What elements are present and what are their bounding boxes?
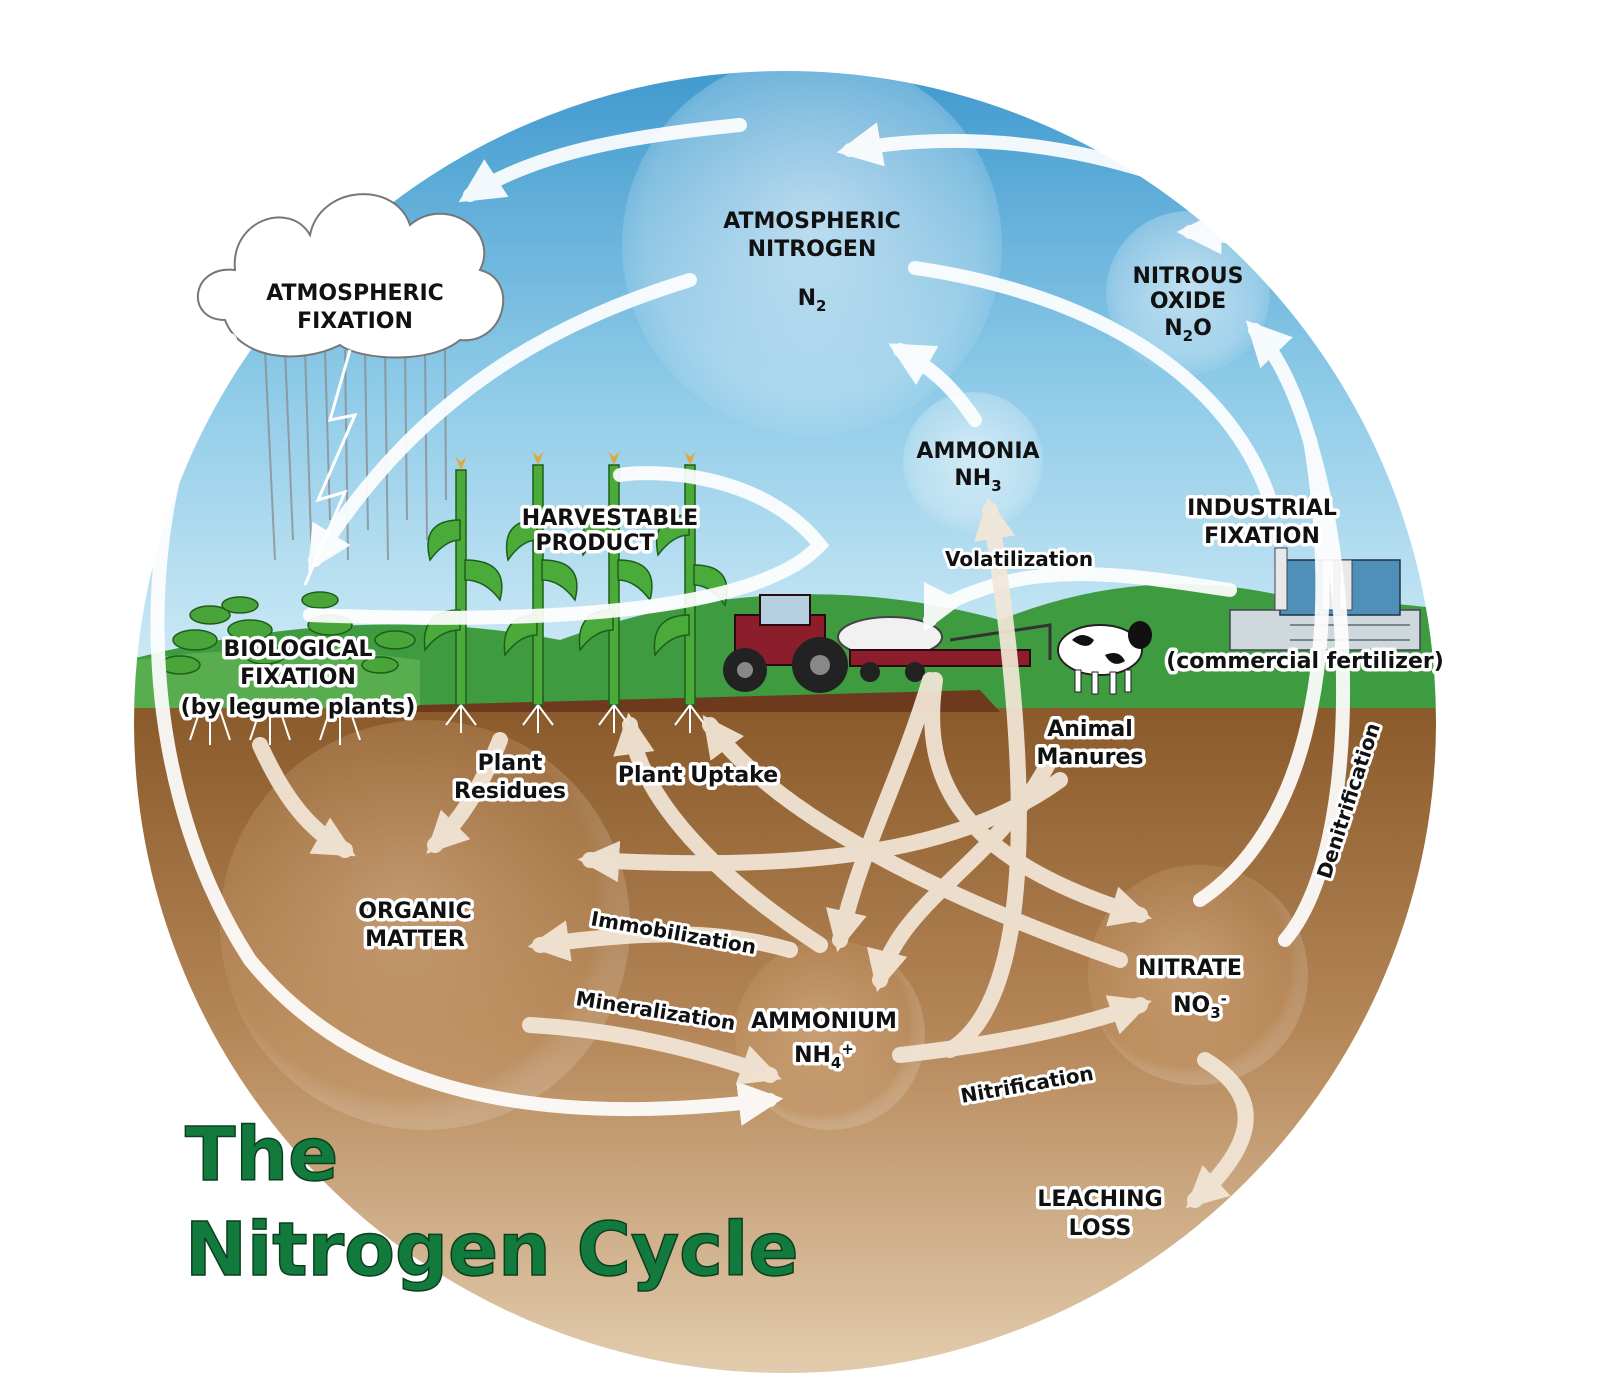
lightning-bolt [303,349,358,586]
arrow-leaching [1185,1052,1254,1209]
industrial-fixation-line2: FIXATION [1204,524,1320,549]
volatilization-label: Volatilization [945,547,1093,571]
node-nitrate: NITRATE NO3- [1135,953,1246,1026]
node-biological-fixation: BIOLOGICAL FIXATION (by legume plants) [177,634,419,724]
arrow-atm-to-industrial [908,261,1277,507]
atmospheric-nitrogen-line1: ATMOSPHERIC [723,209,901,234]
cloud-shape [197,193,505,359]
node-animal-manures: Animal Manures [1033,714,1147,774]
hill-front [133,650,420,720]
arrow-harvest [303,466,830,625]
title-line1: The [185,1112,338,1198]
industrial-fixation-line1: INDUSTRIAL [1187,496,1337,521]
nitrate-formula: NO3- [1173,990,1227,1022]
ammonium-formula: NH4+ [794,1040,854,1072]
arrow-industrial-to-atm [836,122,1252,217]
industrial-fixation-line3: (commercial fertilizer) [1166,649,1444,674]
plant-residues-line1: Plant [478,751,543,776]
nitrate-line1: NITRATE [1138,956,1242,981]
node-atmospheric-nitrogen: ATMOSPHERIC NITROGEN N2 [723,209,901,315]
plant-residues-line2: Residues [454,779,566,804]
arrow-atm-to-biofix [307,273,697,572]
arrow-atm-to-cloud [458,118,747,203]
animal-manures-line1: Animal [1047,717,1133,742]
organic-matter-line1: ORGANIC [358,899,471,924]
biological-fixation-line2: FIXATION [240,665,356,690]
arrow-immobilization [527,920,798,962]
atmospheric-nitrogen-line2: NITROGEN [748,237,877,262]
leaching-loss-line1: LEACHING [1037,1187,1162,1212]
leaching-loss-line2: LOSS [1069,1216,1132,1241]
arrow-nitrification [892,995,1152,1063]
biological-fixation-line1: BIOLOGICAL [223,637,372,662]
plowed-field [400,690,1000,712]
arrow-fertilizer-to-ammonium [826,672,938,953]
arrow-ammonia-to-atm [888,343,982,427]
sky-arrows [150,118,1350,1126]
soil-arrows [252,497,1254,1209]
arrow-volatilization [942,497,1027,1058]
bubble-ammonia [903,392,1043,532]
node-atmospheric-fixation: ATMOSPHERIC FIXATION [266,281,444,334]
nitrous-oxide-line2: OXIDE [1150,289,1226,314]
legume-plants [159,591,416,745]
atmospheric-fixation-line1: ATMOSPHERIC [266,281,444,306]
node-nitrous-oxide: NITROUS OXIDE N2O [1133,264,1244,345]
organic-matter-line2: MATTER [365,927,465,952]
biological-fixation-line3: (by legume plants) [181,695,416,720]
storm-cloud [197,193,505,586]
ammonia-line1: AMMONIA [916,439,1039,464]
arrow-residues-to-organic [426,732,508,854]
node-plant-residues: Plant Residues [451,748,570,808]
animal-manures-line2: Manures [1037,745,1144,770]
harvestable-product-line1: HARVESTABLE [522,506,698,531]
arrow-ammonium-uptake [613,712,828,953]
bubble-atmospheric-nitrogen [622,55,1002,435]
nitrous-oxide-formula: N2O [1164,316,1212,345]
bubble-nitrous-oxide [1106,211,1270,375]
nitrous-oxide-line1: NITROUS [1133,264,1244,289]
arrow-industrial-to-tractor [923,567,1237,633]
diagram-title: The Nitrogen Cycle [184,1111,799,1294]
node-harvestable-product: HARVESTABLE PRODUCT [518,503,701,560]
arrow-cloud-to-ammonium [150,333,784,1126]
node-leaching-loss: LEACHING LOSS [1034,1184,1166,1245]
ammonia-formula: NH3 [954,466,1001,495]
node-industrial-fixation: INDUSTRIAL FIXATION (commercial fertiliz… [1163,493,1448,678]
arrow-to-nitrous [1176,209,1247,255]
arrow-mineralization [522,1017,782,1085]
atmospheric-fixation-line2: FIXATION [297,309,413,334]
node-ammonium: AMMONIUM NH4+ [748,1006,901,1076]
plant-uptake-label: Plant Uptake [618,763,778,788]
tractor [723,594,1052,693]
node-organic-matter: ORGANIC MATTER [355,896,475,956]
atmospheric-nitrogen-formula: N2 [798,286,827,315]
ammonium-line1: AMMONIUM [751,1009,897,1034]
arrow-denitrification [1245,320,1350,947]
node-ammonia: AMMONIA NH3 [916,439,1039,495]
arrow-industrial-to-nitrate [1193,433,1330,907]
title-line2: Nitrogen Cycle [185,1207,799,1293]
arrow-fertilizer-to-nitrate [924,672,1152,927]
harvestable-product-line2: PRODUCT [535,531,654,556]
cow [1057,621,1152,695]
arrow-biofix-to-organic [252,737,356,858]
